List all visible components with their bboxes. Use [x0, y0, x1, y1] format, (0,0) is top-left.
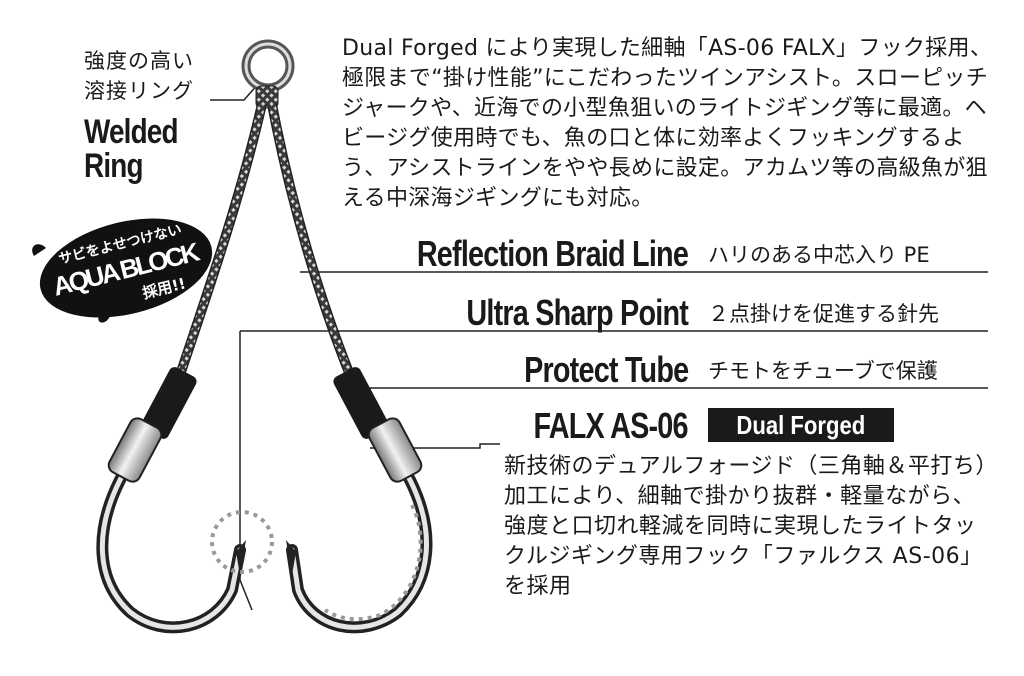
welded-ring	[241, 39, 295, 93]
feature-title-falx: FALX AS-06	[533, 405, 689, 446]
ring-label-jp-line1: 強度の高い	[84, 49, 194, 73]
ring-label-jp: 強度の高い 溶接リング	[84, 46, 194, 106]
braid-knot	[255, 85, 279, 109]
feature-desc-sharp-point: ２点掛けを促進する針先	[708, 302, 939, 326]
feature-desc-protect-tube: チモトをチューブで保護	[708, 359, 938, 383]
falx-description: 新技術のデュアルフォージド（三角軸＆平打ち）加工により、細軸で掛かり抜群・軽量な…	[504, 454, 987, 599]
feature-desc-braid-line: ハリのある中芯入り PE	[708, 243, 930, 267]
ring-label-en-line1: Welded	[84, 113, 179, 151]
intro-paragraph: Dual Forged により実現した細軸「AS-06 FALX」フック採用、極…	[342, 36, 993, 211]
feature-title-sharp-point: Ultra Sharp Point	[466, 292, 688, 333]
point-highlight-right	[323, 504, 423, 622]
dual-forged-badge-label: Dual Forged	[736, 410, 866, 440]
ring-label-jp-line2: 溶接リング	[84, 79, 194, 103]
dual-forged-badge: Dual Forged	[708, 408, 894, 442]
hook-left	[96, 367, 246, 634]
ring-label-en-line2: Ring	[84, 147, 143, 185]
aqua-block-badge: サビをよせつけない AQUA BLOCK 採用!!	[32, 218, 213, 323]
point-highlight-left	[210, 510, 274, 574]
hook-right	[286, 367, 433, 634]
feature-title-protect-tube: Protect Tube	[523, 349, 689, 390]
feature-title-braid-line: Reflection Braid Line	[416, 233, 689, 274]
ring-label-en: Welded Ring	[84, 113, 179, 185]
